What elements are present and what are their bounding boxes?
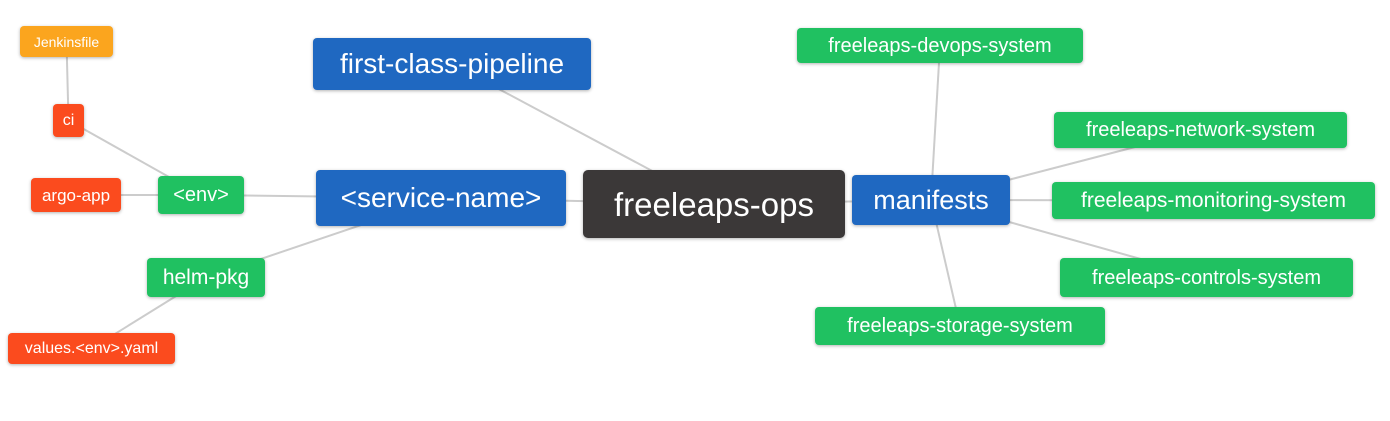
edge-manifests--devops-system (930, 45, 941, 201)
node-argo-app[interactable]: argo-app (31, 178, 121, 212)
node-jenkinsfile[interactable]: Jenkinsfile (20, 26, 113, 57)
node-service-name[interactable]: <service-name> (316, 170, 566, 226)
node-freeleaps-monitoring-system[interactable]: freeleaps-monitoring-system (1052, 182, 1375, 219)
node-freeleaps-storage-system[interactable]: freeleaps-storage-system (815, 307, 1105, 345)
node-freeleaps-devops-system[interactable]: freeleaps-devops-system (797, 28, 1083, 63)
node-freeleaps-network-system[interactable]: freeleaps-network-system (1054, 112, 1347, 148)
node-ci[interactable]: ci (53, 104, 84, 137)
node-env[interactable]: <env> (158, 176, 244, 214)
node-freeleaps-controls-system[interactable]: freeleaps-controls-system (1060, 258, 1353, 297)
node-values-env-yaml[interactable]: values.<env>.yaml (8, 333, 175, 364)
node-freeleaps-ops[interactable]: freeleaps-ops (583, 170, 845, 238)
node-manifests[interactable]: manifests (852, 175, 1010, 225)
node-helm-pkg[interactable]: helm-pkg (147, 258, 265, 297)
node-first-class-pipeline[interactable]: first-class-pipeline (313, 38, 591, 90)
